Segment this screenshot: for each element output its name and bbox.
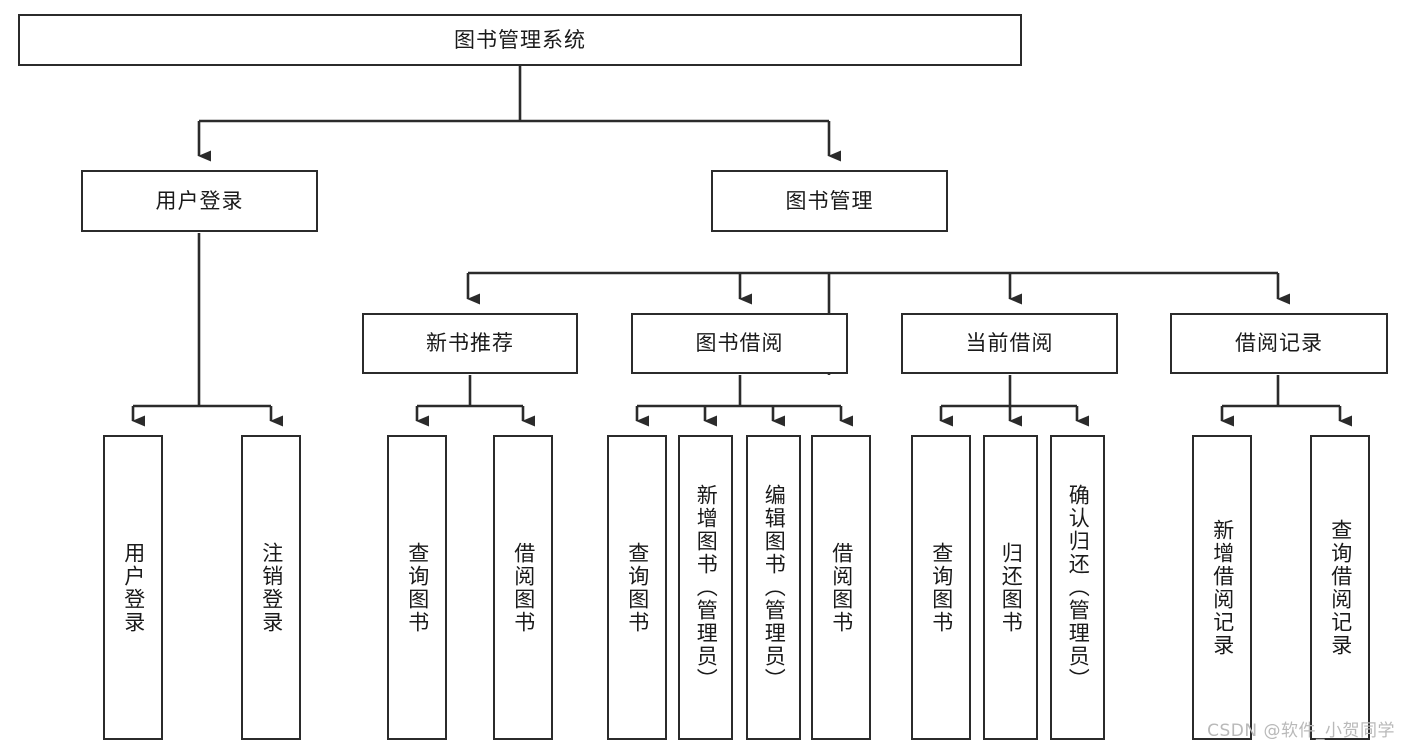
node-leaf-user-login[interactable]: 用户登录 bbox=[103, 435, 163, 740]
node-leaf-edit-book-label: 编辑图书（管理员） bbox=[762, 484, 787, 691]
node-leaf-return-book-label: 归还图书 bbox=[999, 541, 1024, 634]
node-leaf-borrow-book-2[interactable]: 借阅图书 bbox=[811, 435, 871, 740]
node-book-borrow[interactable]: 图书借阅 bbox=[631, 313, 848, 374]
node-new-book-rec[interactable]: 新书推荐 bbox=[362, 313, 578, 374]
node-borrow-record-label: 借阅记录 bbox=[1235, 331, 1323, 356]
node-leaf-return-book[interactable]: 归还图书 bbox=[983, 435, 1038, 740]
node-leaf-user-login-label: 用户登录 bbox=[121, 541, 146, 634]
node-user-login[interactable]: 用户登录 bbox=[81, 170, 318, 232]
node-book-manage[interactable]: 图书管理 bbox=[711, 170, 948, 232]
node-book-borrow-label: 图书借阅 bbox=[695, 331, 784, 356]
node-leaf-query-book-3[interactable]: 查询图书 bbox=[911, 435, 971, 740]
node-new-book-rec-label: 新书推荐 bbox=[426, 331, 514, 356]
node-leaf-add-book[interactable]: 新增图书（管理员） bbox=[678, 435, 733, 740]
node-leaf-borrow-book-1[interactable]: 借阅图书 bbox=[493, 435, 553, 740]
node-leaf-borrow-book-1-label: 借阅图书 bbox=[511, 541, 536, 634]
node-leaf-query-record-label: 查询借阅记录 bbox=[1328, 518, 1353, 657]
watermark: CSDN @软件_小贺同学 bbox=[1207, 721, 1395, 741]
node-leaf-user-logout[interactable]: 注销登录 bbox=[241, 435, 301, 740]
node-book-manage-label: 图书管理 bbox=[785, 188, 874, 213]
node-borrow-record[interactable]: 借阅记录 bbox=[1170, 313, 1388, 374]
node-leaf-add-record[interactable]: 新增借阅记录 bbox=[1192, 435, 1252, 740]
node-leaf-add-record-label: 新增借阅记录 bbox=[1210, 518, 1235, 657]
node-leaf-borrow-book-2-label: 借阅图书 bbox=[829, 541, 854, 634]
node-leaf-query-book-1[interactable]: 查询图书 bbox=[387, 435, 447, 740]
node-leaf-confirm-return-label: 确认归还（管理员） bbox=[1066, 484, 1091, 691]
node-user-login-label: 用户登录 bbox=[155, 188, 244, 213]
node-leaf-confirm-return[interactable]: 确认归还（管理员） bbox=[1050, 435, 1105, 740]
node-leaf-query-book-3-label: 查询图书 bbox=[929, 541, 954, 634]
node-root-label: 图书管理系统 bbox=[454, 27, 586, 52]
node-current-borrow[interactable]: 当前借阅 bbox=[901, 313, 1118, 374]
node-leaf-query-book-2[interactable]: 查询图书 bbox=[607, 435, 667, 740]
node-current-borrow-label: 当前借阅 bbox=[965, 331, 1054, 356]
node-leaf-query-book-2-label: 查询图书 bbox=[625, 541, 650, 634]
node-leaf-query-book-1-label: 查询图书 bbox=[405, 541, 430, 634]
node-root[interactable]: 图书管理系统 bbox=[18, 14, 1022, 66]
node-leaf-edit-book[interactable]: 编辑图书（管理员） bbox=[746, 435, 801, 740]
node-leaf-add-book-label: 新增图书（管理员） bbox=[694, 484, 719, 691]
node-leaf-user-logout-label: 注销登录 bbox=[259, 541, 284, 634]
node-leaf-query-record[interactable]: 查询借阅记录 bbox=[1310, 435, 1370, 740]
